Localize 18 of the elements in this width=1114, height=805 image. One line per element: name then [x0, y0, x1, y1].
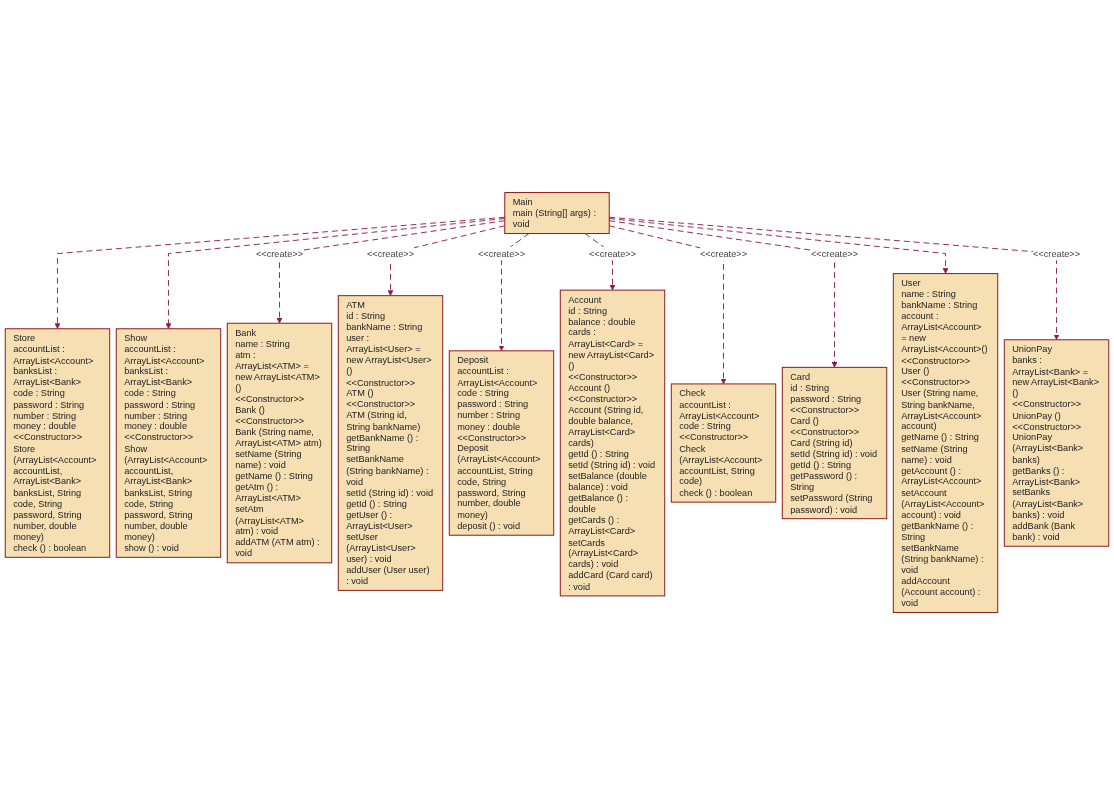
- edge-label: <<create>>: [699, 247, 748, 259]
- edge-label: <<create>>: [255, 247, 304, 259]
- node-box: Card id : String password : String <<Constructor>> Card () <<Constructor>> Card (String id) setId (String id) : void getId () : String getPassword () : String setPassword (String password) : void: [781, 366, 888, 520]
- node-box: Deposit accountList : ArrayList<Account> code : String password : String number : String money : double <<Constructor>> Deposit (ArrayList<Account> accountList, String code, String password, String number, double money) deposit () : void: [448, 350, 555, 536]
- node-box: ATM id : String bankName : String user : ArrayList<User> = new ArrayList<User>() <<Constructor>> ATM () <<Constructor>> ATM (String id, String bankName) getBankName () : String setBankName (String bankName) : void setId (String id) : void getId () : String getUser () : ArrayList<User> setUser (ArrayList<User> user) : void addUser (User user) : void: [337, 295, 444, 591]
- edge-label: <<create>>: [588, 247, 637, 259]
- node-box: Show accountList : ArrayList<Account> banksList : ArrayList<Bank> code : String password : String number : String money : double <<Constructor>> Show (ArrayList<Account> accountList, ArrayList<Bank> banksList, String code, String password, String number, double money) show () : void: [115, 328, 222, 558]
- edge-label: <<create>>: [477, 247, 526, 259]
- node-box: UnionPay banks : ArrayList<Bank> = new ArrayList<Bank>() <<Constructor>> UnionPay () <<Constructor>> UnionPay (ArrayList<Bank> banks) getBanks () : ArrayList<Bank> setBanks (ArrayList<Bank> banks) : void addBank (Bank bank) : void: [1003, 339, 1110, 547]
- edge-label: <<create>>: [810, 247, 859, 259]
- node-box: Main main (String[] args) : void: [504, 192, 610, 234]
- node-box: Check accountList : ArrayList<Account> code : String <<Constructor>> Check (ArrayList<Account> accountList, String code) check () : boolean: [670, 383, 777, 503]
- edge-label: <<create>>: [366, 247, 415, 259]
- node-box: Store accountList : ArrayList<Account> banksList : ArrayList<Bank> code : String password : String number : String money : double <<Constructor>> Store (ArrayList<Account> accountList, ArrayList<Bank> banksList, String code, String password, String number, double money) check () : boolean: [4, 328, 111, 558]
- node-box: User name : String bankName : String account : ArrayList<Account> = new ArrayList<Account>() <<Constructor>> User () <<Constructor>> User (String name, String bankName, ArrayList<Account> account) getName () : String setName (String name) : void getAccount () : ArrayList<Account> setAccount (ArrayList<Account> account) : void getBankName () : String setBankName (String bankName) : void addAccount (Account account) : void: [892, 273, 999, 613]
- node-box: Account id : String balance : double cards : ArrayList<Card> = new ArrayList<Card>() <<Constructor>> Account () <<Constructor>> Account (String id, double balance, ArrayList<Card> cards) getId () : String setId (String id) : void setBalance (double balance) : void getBalance () : double getCards () : ArrayList<Card> setCards (ArrayList<Card> cards) : void addCard (Card card) : void: [559, 289, 666, 597]
- edge-label: <<create>>: [1033, 247, 1081, 259]
- node-box: Bank name : String atm : ArrayList<ATM> = new ArrayList<ATM>() <<Constructor>> Bank () <<Constructor>> Bank (String name, ArrayList<ATM> atm) setName (String name) : void getName () : String getAtm () : ArrayList<ATM> setAtm (ArrayList<ATM> atm) : void addATM (ATM atm) : void: [226, 322, 333, 564]
